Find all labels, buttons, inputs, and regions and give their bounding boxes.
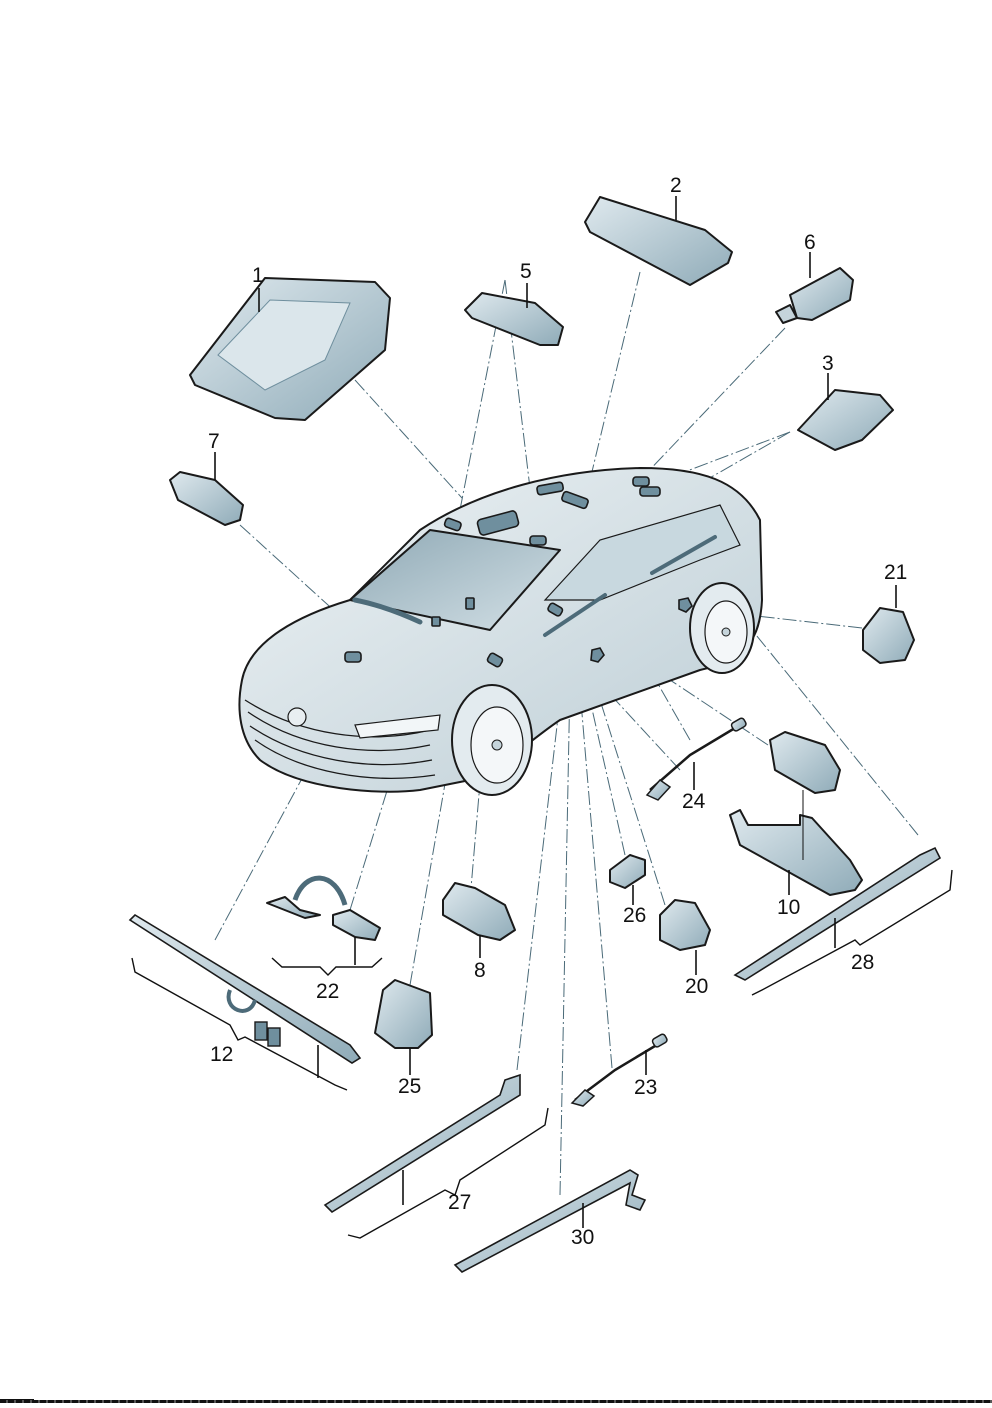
headlight bbox=[354, 714, 441, 739]
callout-24: 24 bbox=[682, 790, 706, 813]
callout-2: 2 bbox=[670, 174, 682, 197]
callout-23: 23 bbox=[634, 1076, 657, 1099]
callout-26: 26 bbox=[623, 904, 646, 927]
part-27-light-strip[interactable] bbox=[323, 1073, 549, 1239]
part-24-lamp-lead[interactable] bbox=[645, 717, 747, 801]
callout-28: 28 bbox=[851, 951, 874, 974]
part-1-overhead-console[interactable] bbox=[189, 277, 391, 421]
part-22-bracket-cable[interactable] bbox=[266, 875, 383, 976]
component-location-markers bbox=[344, 476, 693, 668]
light-strips bbox=[352, 535, 717, 637]
callout-5: 5 bbox=[520, 260, 532, 283]
callout-20: 20 bbox=[685, 975, 708, 998]
callout-21: 21 bbox=[884, 561, 907, 584]
page-bottom-rule bbox=[0, 1400, 992, 1403]
callout-8: 8 bbox=[474, 959, 486, 982]
callout-1: 1 bbox=[252, 264, 264, 287]
callout-12: 12 bbox=[210, 1043, 233, 1066]
part-10-lamp-housing[interactable] bbox=[729, 731, 863, 896]
part-7-sensor[interactable] bbox=[169, 452, 244, 526]
callout-3: 3 bbox=[822, 352, 834, 375]
part-21-switch[interactable] bbox=[862, 585, 915, 664]
callout-labels: 1 2 3 5 6 7 8 10 12 20 21 22 23 24 25 26… bbox=[208, 174, 907, 1249]
callout-6: 6 bbox=[804, 231, 816, 254]
rear-wheel bbox=[689, 582, 755, 674]
callout-30: 30 bbox=[571, 1226, 594, 1249]
part-6-lamp-unit[interactable] bbox=[775, 252, 854, 324]
front-grille bbox=[244, 699, 436, 779]
part-20-switch[interactable] bbox=[659, 899, 711, 975]
part-8-connector[interactable] bbox=[442, 882, 516, 958]
callout-22: 22 bbox=[316, 980, 339, 1003]
part-25-connector-housing[interactable] bbox=[374, 979, 433, 1075]
callout-27: 27 bbox=[448, 1191, 471, 1214]
part-2-reading-lamp[interactable] bbox=[584, 196, 733, 286]
part-28-light-strip[interactable] bbox=[733, 846, 953, 996]
vehicle-body bbox=[238, 467, 763, 796]
callout-10: 10 bbox=[777, 896, 800, 919]
part-30-light-rod[interactable] bbox=[453, 1169, 647, 1273]
brand-badge bbox=[287, 707, 307, 727]
callout-7: 7 bbox=[208, 430, 220, 453]
windshield bbox=[349, 529, 561, 631]
callout-25: 25 bbox=[398, 1075, 421, 1098]
part-26-button[interactable] bbox=[609, 854, 646, 905]
part-3-interior-lamp[interactable] bbox=[797, 373, 894, 451]
part-5-lamp[interactable] bbox=[464, 283, 564, 346]
part-23-lamp-lead[interactable] bbox=[570, 1033, 668, 1107]
front-wheel bbox=[451, 684, 533, 796]
part-12-wiper-strip[interactable] bbox=[128, 913, 362, 1091]
